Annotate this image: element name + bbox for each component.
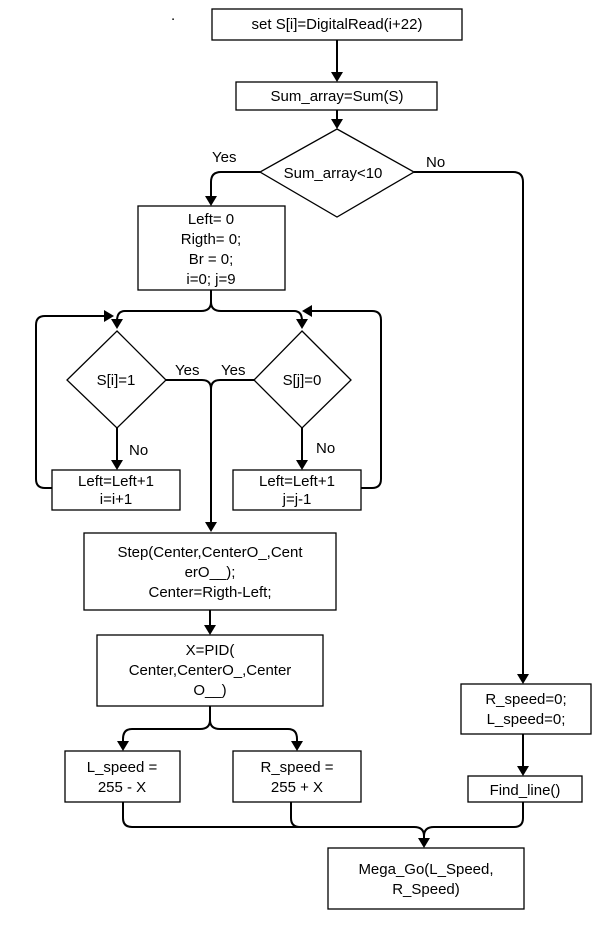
node-text: Rigth= 0; [181, 231, 241, 248]
node-text: Mega_Go(L_Speed, [358, 861, 493, 878]
arrowhead [296, 319, 308, 329]
arrowhead [111, 319, 123, 329]
node-right-inc: Left=Left+1 j=j-1 [232, 469, 362, 511]
decision-si: S[i]=1 [66, 330, 167, 429]
node-mega-go: Mega_Go(L_Speed, R_Speed) [327, 847, 525, 910]
decision-sum-array: Sum_array<10 [258, 128, 416, 218]
node-text: S[j]=0 [283, 372, 322, 389]
node-set-s: set S[i]=DigitalRead(i+22) [211, 8, 463, 41]
arrowhead [111, 460, 123, 470]
node-text: Step(Center,CenterO_,Cent [117, 544, 303, 561]
node-text: Left=Left+1 [259, 473, 335, 490]
node-sum-array: Sum_array=Sum(S) [235, 81, 438, 111]
node-text: S[i]=1 [97, 372, 136, 389]
arrowhead [205, 522, 217, 532]
node-text: Left=Left+1 [78, 473, 154, 490]
node-text: Left= 0 [188, 211, 234, 228]
node-text: Center=Rigth-Left; [149, 584, 272, 601]
node-pid: X=PID( Center,CenterO_,Center O__) [96, 634, 324, 707]
node-text: j=j-1 [282, 491, 312, 508]
label-no: No [316, 440, 335, 457]
node-text: X=PID( [186, 642, 235, 659]
node-text: erO__); [185, 564, 236, 581]
node-text: Br = 0; [189, 251, 234, 268]
arrowhead [296, 460, 308, 470]
arrowhead [331, 72, 343, 82]
node-text: 255 - X [98, 779, 146, 796]
node-text: Sum_array=Sum(S) [271, 88, 404, 105]
edge-left-loop [35, 315, 112, 489]
node-text: O__) [193, 682, 226, 699]
arrowhead [205, 196, 217, 206]
node-text: i=0; j=9 [186, 271, 235, 288]
label-yes: Yes [221, 362, 245, 379]
node-text: L_speed=0; [487, 711, 566, 728]
arrowhead [104, 310, 114, 322]
label-yes: Yes [175, 362, 199, 379]
arrowhead [517, 766, 529, 776]
node-r-speed: R_speed = 255 + X [232, 750, 362, 803]
edge-find-to-mega [423, 802, 524, 837]
edge-labels: Yes No Yes No Yes No [129, 149, 445, 459]
arrowhead [418, 838, 430, 848]
arrowhead [117, 741, 129, 751]
arrowhead [291, 741, 303, 751]
connectors [35, 40, 529, 848]
decision-sj: S[j]=0 [253, 330, 352, 429]
node-text: L_speed = [87, 759, 158, 776]
node-init: Left= 0 Rigth= 0; Br = 0; i=0; j=9 [137, 205, 286, 291]
node-text: R_speed=0; [485, 691, 566, 708]
edge-pid-fork [122, 706, 211, 743]
node-text: set S[i]=DigitalRead(i+22) [252, 16, 423, 33]
node-text: 255 + X [271, 779, 323, 796]
label-no: No [426, 154, 445, 171]
edge-pid-fork-right [209, 719, 298, 743]
node-left-inc: Left=Left+1 i=i+1 [51, 469, 181, 511]
node-text: Center,CenterO_,Center [129, 662, 292, 679]
node-l-speed: L_speed = 255 - X [64, 750, 181, 803]
node-text: i=i+1 [100, 491, 133, 508]
edge-decision-no [414, 171, 524, 676]
edge-right-loop [306, 310, 382, 489]
arrowhead [204, 625, 216, 635]
label-no: No [129, 442, 148, 459]
node-step: Step(Center,CenterO_,Cent erO__); Center… [83, 532, 337, 611]
node-text: R_Speed) [392, 881, 460, 898]
edge-rspeed-to-mega [290, 802, 301, 828]
node-text: Sum_array<10 [284, 165, 383, 182]
node-stop: R_speed=0; L_speed=0; [460, 683, 592, 735]
edge-decision-yes [210, 171, 260, 198]
node-text: R_speed = [261, 759, 334, 776]
arrowhead [517, 674, 529, 684]
node-text: Find_line() [490, 782, 561, 799]
node-find-line: Find_line() [467, 775, 583, 803]
edge-lspeed-to-mega [122, 802, 425, 840]
stray-dot: . [171, 7, 175, 24]
label-yes: Yes [212, 149, 236, 166]
arrowhead [302, 305, 312, 317]
edge-init-fork-right [210, 301, 303, 322]
arrowhead [331, 119, 343, 129]
edge-init-fork [116, 290, 212, 322]
edge-sj-yes [210, 379, 254, 390]
